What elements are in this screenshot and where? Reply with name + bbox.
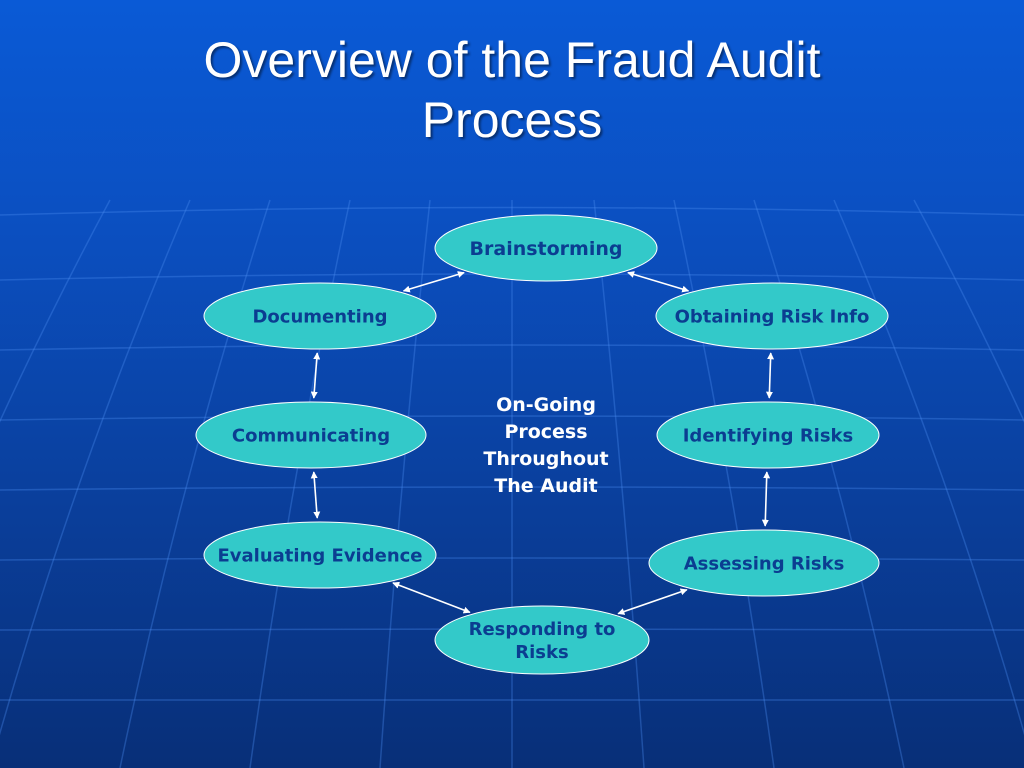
arrow-assessing-risks-responding-to-risks bbox=[617, 588, 688, 615]
node-identifying-risks: Identifying Risks bbox=[656, 401, 880, 469]
node-label-line: Risks bbox=[515, 642, 568, 663]
node-label-brainstorming: Brainstorming bbox=[470, 238, 623, 260]
arrow-evaluating-evidence-communicating bbox=[310, 471, 321, 519]
node-label-line: Responding to bbox=[469, 619, 616, 640]
node-obtaining-risk-info: Obtaining Risk Info bbox=[655, 282, 889, 350]
arrow-obtaining-risk-info-identifying-risks bbox=[765, 352, 775, 399]
node-label-line: Identifying Risks bbox=[683, 425, 854, 446]
node-ellipse-responding-to-risks bbox=[434, 605, 650, 675]
arrow-identifying-risks-assessing-risks bbox=[761, 471, 771, 527]
node-ellipse-identifying-risks bbox=[656, 401, 880, 469]
node-assessing-risks: Assessing Risks bbox=[648, 529, 880, 597]
node-ellipse-documenting bbox=[203, 282, 437, 350]
center-label-line: Throughout bbox=[483, 448, 608, 470]
node-documenting: Documenting bbox=[203, 282, 437, 350]
node-label-evaluating-evidence: Evaluating Evidence bbox=[217, 545, 422, 566]
arrow-communicating-documenting bbox=[310, 352, 321, 399]
node-label-obtaining-risk-info: Obtaining Risk Info bbox=[675, 306, 870, 327]
node-label-identifying-risks: Identifying Risks bbox=[683, 425, 854, 446]
edges bbox=[310, 271, 775, 615]
page-title-line-1: Overview of the Fraud Audit bbox=[203, 32, 821, 88]
node-brainstorming: Brainstorming bbox=[434, 214, 658, 282]
arrow-responding-to-risks-evaluating-evidence bbox=[392, 581, 471, 614]
node-ellipse-obtaining-risk-info bbox=[655, 282, 889, 350]
center-label-line: On-Going bbox=[496, 394, 596, 416]
center-label-line: Process bbox=[504, 421, 587, 443]
node-label-communicating: Communicating bbox=[232, 425, 390, 446]
page-title: Overview of the Fraud Audit Process bbox=[0, 30, 1024, 150]
node-ellipse-brainstorming bbox=[434, 214, 658, 282]
node-label-line: Evaluating Evidence bbox=[217, 545, 422, 566]
node-label-documenting: Documenting bbox=[252, 306, 387, 327]
arrow-documenting-brainstorming bbox=[402, 271, 465, 293]
node-label-assessing-risks: Assessing Risks bbox=[684, 553, 845, 574]
page-title-line-2: Process bbox=[421, 92, 603, 148]
node-ellipse-evaluating-evidence bbox=[203, 521, 437, 589]
node-communicating: Communicating bbox=[195, 401, 427, 469]
node-ellipse-communicating bbox=[195, 401, 427, 469]
node-ellipse-assessing-risks bbox=[648, 529, 880, 597]
node-label-line: Obtaining Risk Info bbox=[675, 306, 870, 327]
node-evaluating-evidence: Evaluating Evidence bbox=[203, 521, 437, 589]
center-label-line: The Audit bbox=[494, 475, 597, 497]
node-label-line: Documenting bbox=[252, 306, 387, 327]
arrow-brainstorming-obtaining-risk-info bbox=[627, 271, 690, 293]
node-label-line: Assessing Risks bbox=[684, 553, 845, 574]
node-label-line: Brainstorming bbox=[470, 238, 623, 260]
node-label-line: Communicating bbox=[232, 425, 390, 446]
